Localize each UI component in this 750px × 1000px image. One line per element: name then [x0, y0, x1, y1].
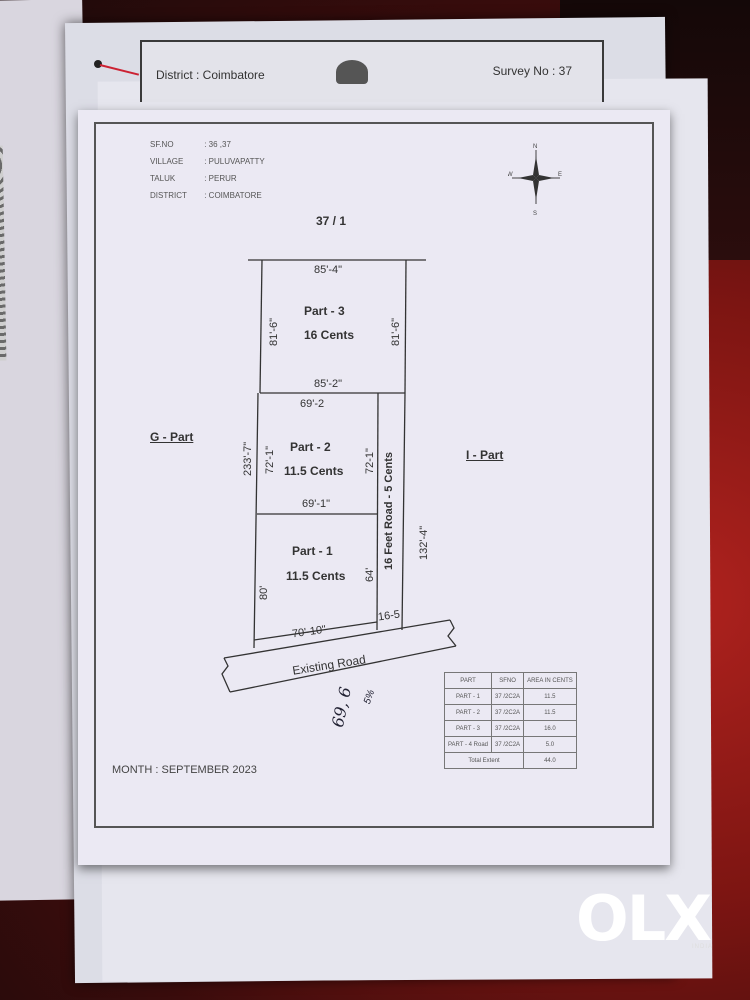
survey-sheet: SF.NO : 36 ,37 VILLAGE : PULUVAPATTY TAL…: [78, 110, 670, 865]
dim-p2-left: 72'-1": [264, 445, 276, 474]
left-paper-photo: [0, 145, 7, 361]
dim-p2-right: 72-1": [364, 448, 376, 474]
under-district: District : Coimbatore: [156, 68, 265, 82]
part2-name: Part - 2: [290, 440, 331, 454]
meta-key: TALUK: [150, 174, 176, 183]
part1-name: Part - 1: [292, 544, 333, 558]
dim-top: 85'-4": [314, 264, 343, 276]
meta-row: SF.NO : 36 ,37: [150, 140, 231, 149]
area-table: PART SFNO AREA IN CENTS PART - 1 37 /2C2…: [443, 672, 577, 769]
table-row: PART - 3 37 /2C2A 16.0: [443, 720, 577, 737]
meta-row: VILLAGE : PULUVAPATTY: [150, 157, 265, 166]
under-sheet-header: District : Coimbatore Survey No : 37: [140, 40, 604, 102]
table-cell: 5.0: [523, 736, 577, 753]
pin: [94, 60, 102, 68]
table-row: PART - 1 37 /2C2A 11.5: [443, 688, 577, 705]
dim-p3-bottom: 85'-2": [314, 378, 343, 390]
table-total-label: Total Extent: [443, 752, 525, 769]
month-label: MONTH : SEPTEMBER 2023: [112, 764, 257, 776]
compass-s: S: [533, 211, 537, 216]
olx-logo: OLX: [576, 882, 712, 955]
dim-p1-left: 80': [258, 585, 270, 600]
part3-area: 16 Cents: [304, 328, 355, 342]
meta-value: : 36 ,37: [204, 140, 231, 149]
site-plan-drawing: [221, 259, 457, 693]
table-cell: 37 /2C2A: [491, 736, 525, 753]
table-cell: PART - 4 Road: [443, 736, 493, 753]
meta-row: TALUK : PERUR: [150, 174, 237, 183]
table-cell: PART - 1: [443, 688, 493, 705]
table-cell: 37 /2C2A: [491, 688, 525, 705]
meta-key: DISTRICT: [150, 191, 187, 200]
i-part-label: I - Part: [466, 448, 504, 462]
emblem-icon: [336, 60, 368, 84]
dim-p2-top: 69'-2: [300, 398, 325, 410]
part2-area: 11.5 Cents: [284, 464, 344, 478]
table-header-row: PART SFNO AREA IN CENTS: [443, 672, 577, 689]
under-survey-no: Survey No : 37: [492, 64, 572, 78]
dim-total-right: 132'-4": [418, 525, 430, 560]
compass-icon: N S E W: [508, 144, 562, 216]
table-cell: 37 /2C2A: [491, 704, 525, 721]
g-part-label: G - Part: [150, 430, 194, 444]
sheet-border: [94, 122, 654, 828]
meta-value: : COIMBATORE: [204, 191, 262, 200]
dim-total-left: 233'-7": [242, 441, 254, 476]
table-row: PART - 4 Road 37 /2C2A 5.0: [443, 736, 577, 753]
dim-p3-left: 81'-6": [268, 317, 280, 346]
table-header: PART: [443, 672, 493, 689]
meta-value: : PULUVAPATTY: [204, 157, 265, 166]
compass-n: N: [533, 144, 537, 150]
dim-p3-right: 81'-6": [390, 317, 402, 346]
meta-row: DISTRICT : COIMBATORE: [150, 191, 262, 200]
table-row: PART - 2 37 /2C2A 11.5: [443, 704, 577, 721]
meta-key: SF.NO: [150, 140, 174, 149]
dim-p1-right: 64': [364, 567, 376, 582]
compass-e: E: [558, 172, 562, 178]
compass-w: W: [508, 172, 513, 178]
part3-name: Part - 3: [304, 304, 345, 318]
dim-p2-bottom: 69'-1": [302, 498, 331, 510]
plot-number: 37 / 1: [316, 214, 347, 228]
olx-logo-sub: INDIA: [692, 944, 714, 950]
table-cell: 11.5: [523, 704, 577, 721]
meta-value: : PERUR: [204, 174, 237, 183]
part1-area: 11.5 Cents: [286, 569, 346, 583]
table-total-row: Total Extent 44.0: [443, 752, 577, 769]
table-cell: PART - 3: [443, 720, 493, 737]
table-header: SFNO: [491, 672, 525, 689]
table-cell: 11.5: [523, 688, 577, 705]
table-cell: 16.0: [523, 720, 577, 737]
meta-key: VILLAGE: [150, 157, 184, 166]
table-header: AREA IN CENTS: [523, 672, 577, 689]
table-cell: PART - 2: [443, 704, 493, 721]
table-cell: 37 /2C2A: [491, 720, 525, 737]
road-16ft-label: 16 Feet Road - 5 Cents: [383, 452, 395, 570]
table-total-value: 44.0: [523, 752, 577, 769]
